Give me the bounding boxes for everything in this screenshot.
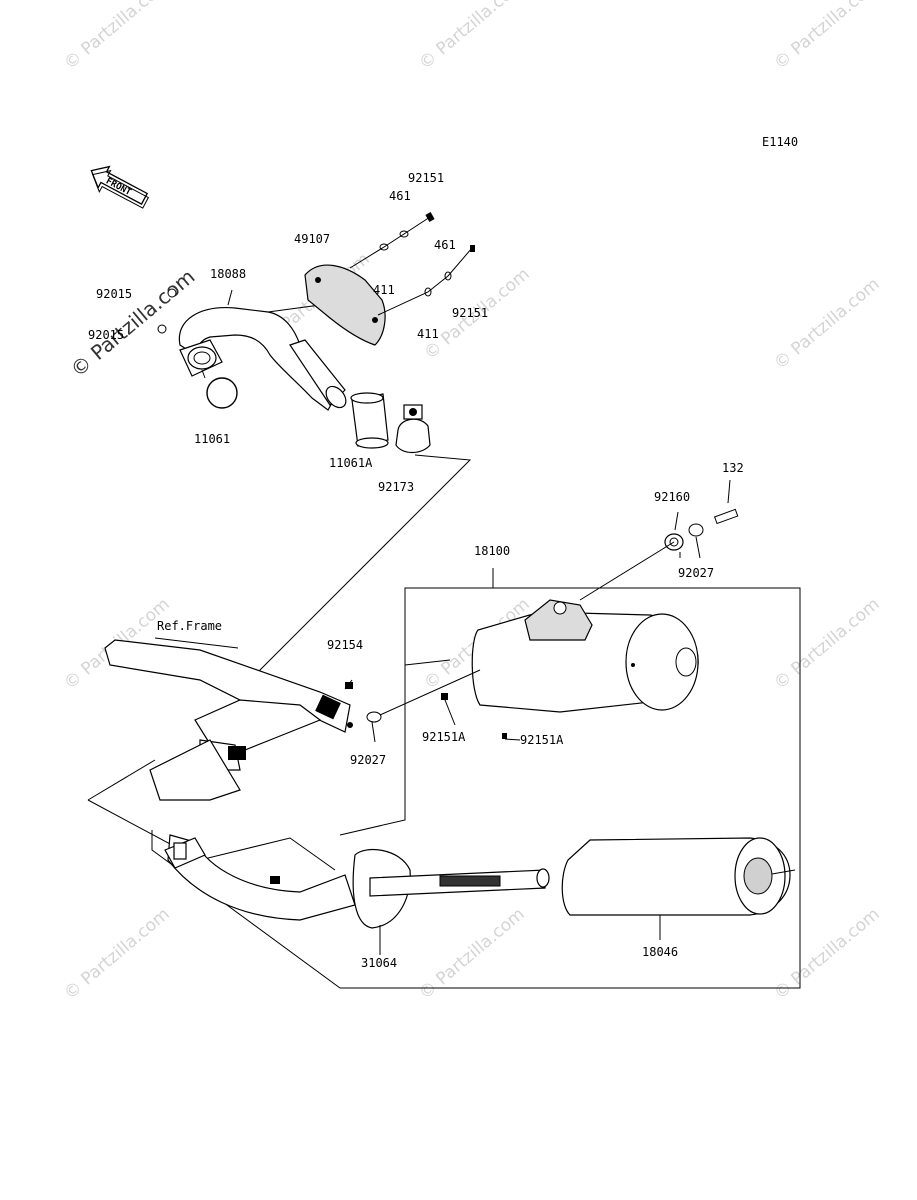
watermark: © Partzilla.com (770, 0, 883, 74)
watermark: © Partzilla.com (770, 594, 883, 694)
watermark: © Partzilla.com (415, 0, 528, 74)
silencer-assembly-outline (87, 568, 801, 989)
label-18046: 18046 (642, 945, 678, 959)
washer-left (366, 711, 382, 723)
o-ring (206, 377, 238, 409)
label-31064: 31064 (361, 956, 397, 970)
label-92151A-b: 92151A (520, 733, 564, 747)
label-49107: 49107 (294, 232, 330, 246)
label-11061A: 11061A (329, 456, 373, 470)
header-pipe (178, 284, 347, 411)
label-461-top: 461 (389, 189, 411, 203)
label-92151A-a: 92151A (422, 730, 466, 744)
tail-pipe (164, 834, 550, 929)
outer-shell (561, 837, 796, 916)
watermark: © Partzilla.com (770, 274, 883, 374)
ref-frame-label: Ref.Frame (157, 619, 222, 633)
label-18088: 18088 (210, 267, 246, 281)
watermark: © Partzilla.com (60, 904, 173, 1004)
label-92173: 92173 (378, 480, 414, 494)
label-92151-top: 92151 (408, 171, 444, 185)
label-132: 132 (722, 461, 744, 475)
leader-lines-upper (201, 289, 472, 681)
watermark: © Partzilla.com (770, 904, 883, 1004)
label-92015-b: 92015 (88, 328, 124, 342)
label-92027-right: 92027 (678, 566, 714, 580)
watermark: © Partzilla.com (60, 0, 173, 74)
label-92015-a: 92015 (96, 287, 132, 301)
label-92027-left: 92027 (350, 753, 386, 767)
frame-reference (104, 637, 353, 801)
label-461-right: 461 (434, 238, 456, 252)
gasket-and-clamp (350, 392, 431, 454)
silencer (441, 599, 699, 739)
label-92154: 92154 (327, 638, 363, 652)
label-411-a: 411 (373, 283, 395, 297)
diagram-code: E1140 (762, 135, 798, 149)
part-labels: 92151 461 49107 461 18088 92015 411 9215… (88, 171, 744, 970)
label-411-b: 411 (417, 327, 439, 341)
front-arrow-icon: FRONT (90, 165, 150, 209)
label-92151-right: 92151 (452, 306, 488, 320)
leader-lines-lower (344, 479, 731, 955)
mount-hardware-right (379, 508, 739, 716)
heat-guard (304, 264, 386, 346)
fasteners-top (157, 212, 475, 334)
label-92160: 92160 (654, 490, 690, 504)
label-18100: 18100 (474, 544, 510, 558)
label-11061: 11061 (194, 432, 230, 446)
watermark: © Partzilla.com (415, 904, 528, 1004)
watermark-large: © Partzilla.com (66, 264, 200, 382)
